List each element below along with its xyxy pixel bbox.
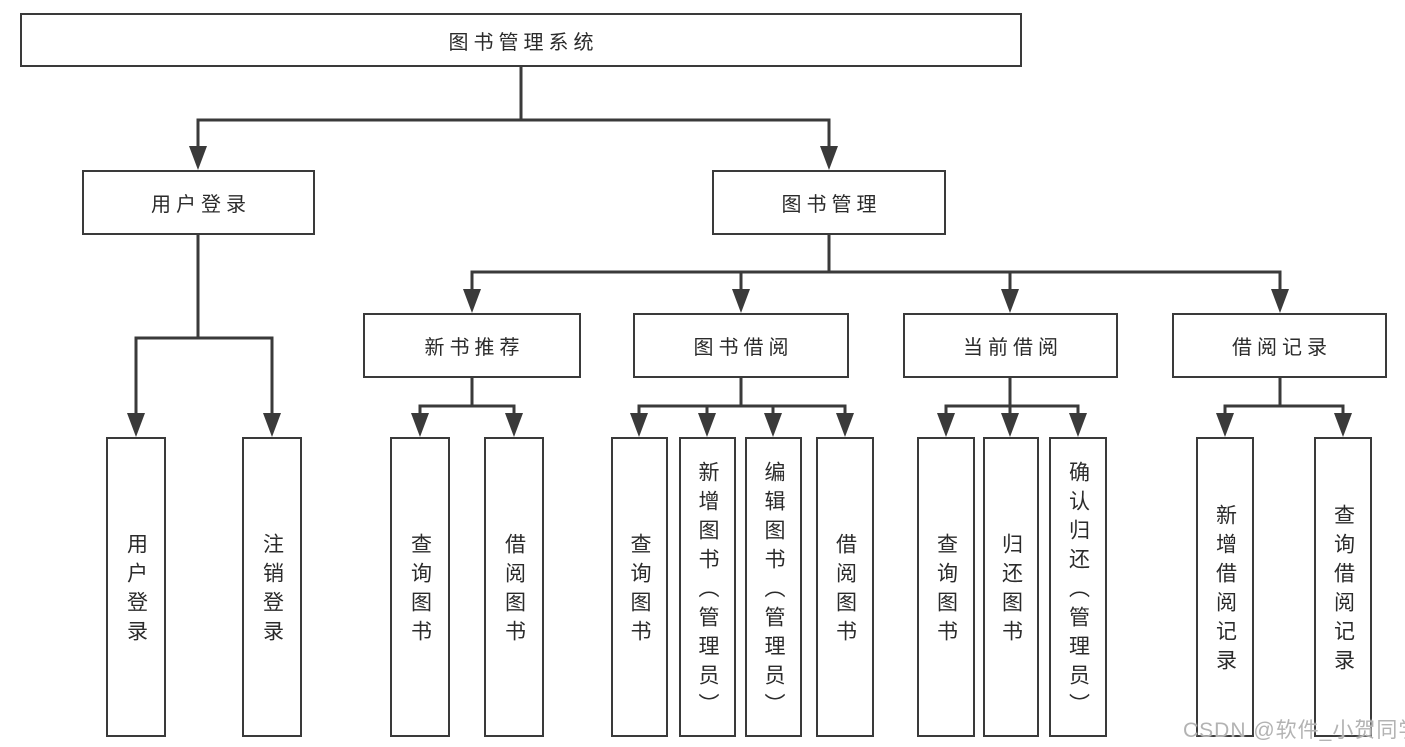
leaf-edit-book-admin: 编辑图书（管理员） (745, 437, 802, 737)
node-root: 图书管理系统 (20, 13, 1022, 67)
node-user-login: 用户登录 (82, 170, 315, 235)
leaf-borrow-books-borrowing-label: 借阅图书 (833, 533, 857, 649)
leaf-add-borrow-record-label: 新增借阅记录 (1213, 504, 1237, 678)
node-book-management-label: 图书管理 (781, 194, 882, 216)
leaf-borrow-books-recommend: 借阅图书 (484, 437, 544, 737)
leaf-query-books-current-label: 查询图书 (934, 533, 958, 649)
node-new-book-recommend-label: 新书推荐 (424, 337, 525, 359)
leaf-logout-label: 注销登录 (260, 533, 284, 649)
leaf-query-books-borrowing: 查询图书 (611, 437, 668, 737)
leaf-borrow-books-recommend-label: 借阅图书 (502, 533, 526, 649)
leaf-add-borrow-record: 新增借阅记录 (1196, 437, 1254, 737)
node-user-login-label: 用户登录 (151, 194, 251, 216)
leaf-edit-book-admin-label: 编辑图书（管理员） (762, 460, 785, 722)
leaf-borrow-books-borrowing: 借阅图书 (816, 437, 874, 737)
node-book-borrowing-label: 图书借阅 (693, 337, 794, 359)
leaf-logout: 注销登录 (242, 437, 302, 737)
node-current-borrowing: 当前借阅 (903, 313, 1118, 378)
leaf-user-login: 用户登录 (106, 437, 166, 737)
leaf-user-login-label: 用户登录 (124, 533, 148, 649)
leaf-query-books-borrowing-label: 查询图书 (628, 533, 651, 649)
leaf-query-books-recommend-label: 查询图书 (408, 533, 432, 649)
leaf-query-borrow-record-label: 查询借阅记录 (1331, 504, 1355, 678)
leaf-confirm-return-admin: 确认归还（管理员） (1049, 437, 1107, 737)
node-borrowing-records-label: 借阅记录 (1232, 337, 1332, 359)
node-new-book-recommend: 新书推荐 (363, 313, 581, 378)
node-root-label: 图书管理系统 (448, 31, 599, 54)
leaf-return-books-label: 归还图书 (999, 533, 1023, 649)
leaf-query-borrow-record: 查询借阅记录 (1314, 437, 1372, 737)
watermark: CSDN @软件_小贺同学 (1183, 719, 1405, 742)
node-book-borrowing: 图书借阅 (633, 313, 849, 378)
leaf-confirm-return-admin-label: 确认归还（管理员） (1066, 460, 1090, 722)
node-current-borrowing-label: 当前借阅 (963, 337, 1063, 359)
leaf-query-books-recommend: 查询图书 (390, 437, 450, 737)
node-book-management: 图书管理 (712, 170, 946, 235)
node-borrowing-records: 借阅记录 (1172, 313, 1387, 378)
leaf-query-books-current: 查询图书 (917, 437, 975, 737)
leaf-return-books: 归还图书 (983, 437, 1039, 737)
leaf-add-book-admin-label: 新增图书（管理员） (696, 460, 719, 722)
leaf-add-book-admin: 新增图书（管理员） (679, 437, 736, 737)
